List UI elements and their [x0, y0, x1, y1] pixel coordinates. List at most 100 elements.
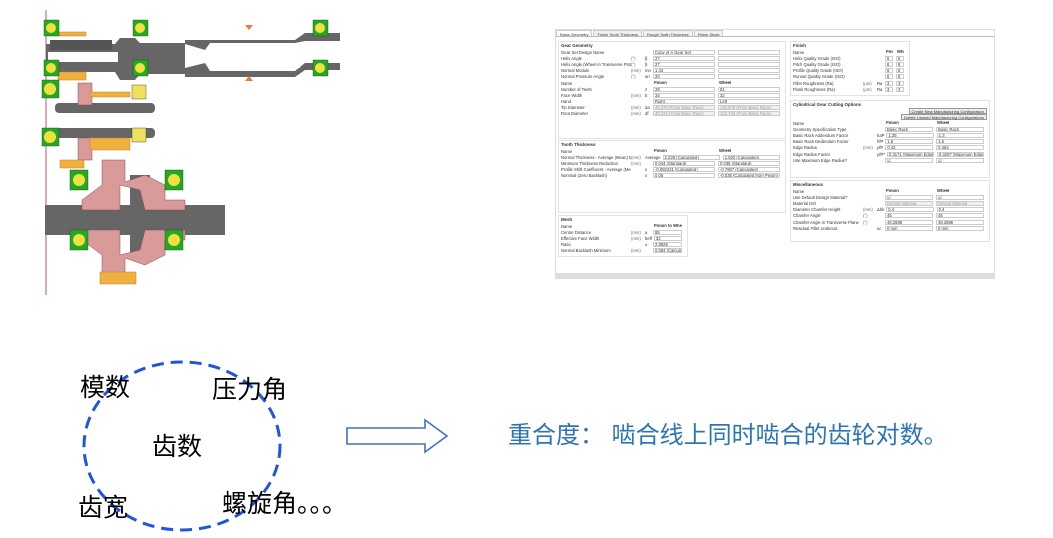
symbol-label: a: [645, 229, 648, 235]
symbol-label: mn: [645, 68, 651, 74]
wheel-value[interactable]: [718, 74, 780, 80]
wheel-value[interactable]: ☑: [936, 157, 984, 163]
pinion-value[interactable]: 45: [885, 213, 933, 219]
pinion-value[interactable]: -0.082241 (Calculated): [653, 167, 715, 173]
pinion-value[interactable]: 27: [653, 55, 715, 61]
pinion-value[interactable]: 0 mm: [885, 225, 933, 231]
pinion-value[interactable]: 48.2688: [885, 219, 933, 225]
pinion-value[interactable]: 28: [653, 86, 715, 92]
field-label: Residual Fillet Undercut: [793, 225, 838, 231]
pinion-value: Pinion: [654, 148, 667, 153]
pinion-value: Pinion: [886, 120, 899, 125]
symbol-label: ρfP*: [877, 151, 885, 157]
wheel-value[interactable]: -0.035 (Calculated from Pinion): [718, 173, 780, 179]
pinion-value[interactable]: 20: [653, 74, 715, 80]
pinion-value[interactable]: 6: [885, 55, 893, 61]
pinion-value[interactable]: 0.05: [653, 173, 715, 179]
pinion-value[interactable]: Right: [653, 99, 715, 105]
pinion-value[interactable]: 1.25: [886, 132, 934, 138]
wheel-value[interactable]: 6: [896, 74, 904, 80]
pinion-value[interactable]: 3: [885, 86, 893, 92]
wheel-value[interactable]: 0.038 (Standard): [718, 160, 780, 166]
wheel-value[interactable]: 32: [718, 92, 780, 98]
wheel-value[interactable]: ☑: [936, 194, 984, 200]
wheel-value[interactable]: Left: [718, 99, 780, 105]
pinion-value[interactable]: 3: [885, 80, 893, 86]
wheel-value[interactable]: 1.922 (Calculated): [722, 154, 780, 160]
wheel-value[interactable]: 1.3: [936, 132, 985, 138]
wheel-value[interactable]: 3: [896, 80, 904, 86]
create-configuration-button[interactable]: Create New Manufacturing Configuration: [908, 108, 987, 114]
unit-label: (μm): [863, 80, 872, 86]
pinion-value[interactable]: Basic Rack: [885, 126, 933, 132]
pinion-value[interactable]: 0.43: [885, 145, 934, 151]
symbol-label: z: [645, 86, 648, 92]
pinion-value: Pinion to Wheel: [654, 223, 682, 228]
pinion-value[interactable]: 0.044 (Standard): [653, 160, 715, 166]
unit-label: (°): [863, 213, 868, 219]
wheel-value[interactable]: Default Material: [936, 200, 984, 206]
tab-rough-tooth-thickness[interactable]: Rough Tooth Thickness: [643, 30, 693, 37]
wheel-value[interactable]: 0.4: [936, 207, 985, 213]
wheel-value[interactable]: 1.6: [936, 139, 985, 145]
gearbox-section-drawing: [41, 10, 340, 295]
unit-label: (°): [631, 61, 636, 67]
field-label: Edge Radius: [793, 145, 817, 151]
tab-finish-tooth-thickness[interactable]: Finish Tooth Thickness: [593, 30, 642, 37]
wheel-value[interactable]: 0.462: [936, 145, 984, 151]
wheel-value[interactable]: [718, 68, 780, 74]
pinion-value[interactable]: Copy of A Gear Set: [653, 49, 715, 55]
term-helix-angle: 螺旋角。。。: [222, 489, 348, 518]
unit-label: (μm): [863, 86, 872, 92]
gear-software-screenshot: Basic Geometry Finish Tooth Thickness Ro…: [555, 29, 995, 279]
pinion-value[interactable]: 2.229 (Calculated): [662, 154, 720, 160]
wheel-value[interactable]: 6: [896, 68, 904, 74]
wheel-value: Wheel: [937, 120, 950, 125]
term-module: 模数: [80, 373, 131, 402]
wheel-value[interactable]: Basic Rack: [936, 126, 984, 132]
pinion-value[interactable]: 34: [653, 92, 715, 98]
wheel-value[interactable]: 0 mm: [936, 225, 984, 231]
pinion-value[interactable]: 2.8929: [653, 242, 682, 248]
wheel-value[interactable]: 3: [896, 86, 904, 92]
wheel-value[interactable]: -0.7807 (Calculated): [718, 167, 780, 173]
horizontal-scrollbar[interactable]: [556, 273, 994, 278]
pinion-value[interactable]: Default Material: [885, 200, 933, 206]
pinion-value[interactable]: 27: [653, 61, 715, 67]
pinion-value[interactable]: ☑: [885, 157, 933, 163]
pinion-value[interactable]: ☑: [885, 194, 933, 200]
pinion-value[interactable]: 1.42: [653, 68, 715, 74]
wheel-value[interactable]: 130.878 (From Basic Rack): [718, 105, 780, 111]
wheel-value[interactable]: 48.2688: [936, 219, 984, 225]
pinion-value[interactable]: 0.3171 (Maximum Edge Radius): [886, 151, 934, 157]
wheel-value[interactable]: [718, 49, 780, 55]
pinion-value[interactable]: 6: [885, 74, 893, 80]
pinion-value[interactable]: 6: [885, 61, 893, 67]
field-label: Material ISO: [793, 200, 817, 206]
pinion-value[interactable]: 6: [885, 68, 893, 74]
wheel-value[interactable]: 122.743 (From Basic Rack): [718, 111, 780, 117]
pinion-value[interactable]: 0.084 (Calculated): [653, 248, 682, 254]
delete-configuration-button[interactable]: Delete Unused Manufacturing Configuratio…: [901, 114, 987, 120]
wheel-value[interactable]: 6: [896, 61, 904, 67]
wheel-value[interactable]: [718, 55, 780, 61]
pinion-value[interactable]: 48.270 (From Basic Rack): [653, 105, 715, 111]
symbol-label: x: [645, 173, 648, 179]
wheel-value[interactable]: 81: [718, 86, 780, 92]
tab-basic-geometry[interactable]: Basic Geometry: [556, 30, 593, 37]
field-label: Helix Angle (Wheel in Transverse Profile…: [561, 61, 631, 67]
wheel-value[interactable]: 0.3267 (Maximum Edge Radius): [936, 151, 984, 157]
pinion-value[interactable]: 32: [653, 235, 682, 241]
pinion-value[interactable]: 40.222 (From Basic Rack): [653, 111, 715, 117]
wheel-value[interactable]: 45: [936, 213, 984, 219]
pinion-value[interactable]: 85: [653, 229, 682, 235]
field-label: Face Width: [561, 92, 583, 98]
wheel-value[interactable]: 6: [896, 55, 904, 61]
pinion-value[interactable]: 1.6: [885, 139, 934, 145]
pinion-value[interactable]: 0.4: [886, 207, 934, 213]
tab-finish-stock[interactable]: Finish Stock: [693, 30, 724, 37]
wheel-value[interactable]: [718, 61, 780, 67]
contact-ratio-definition: 重合度： 啮合线上同时啮合的齿轮对数。: [508, 421, 948, 449]
